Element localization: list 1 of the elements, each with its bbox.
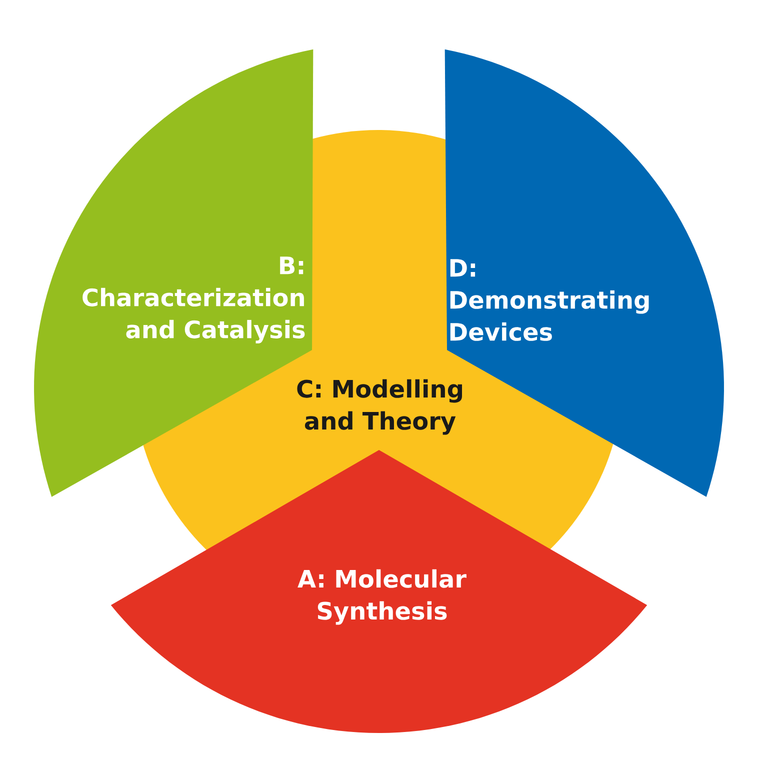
sector: A: Molecular Synthesis (110, 450, 648, 733)
